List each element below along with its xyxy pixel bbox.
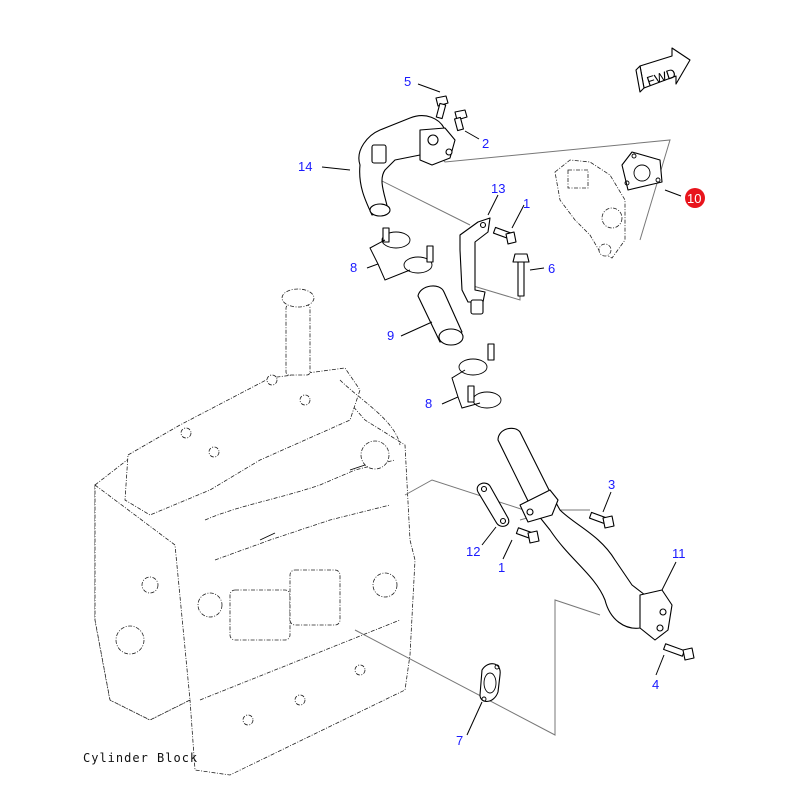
highlight-badge[interactable]	[685, 188, 705, 208]
callout-12[interactable]: 12	[466, 544, 480, 559]
callout-1-lower[interactable]: 1	[498, 560, 505, 575]
part-12-plate	[476, 482, 510, 527]
callout-7[interactable]: 7	[456, 733, 463, 748]
callout-8-lower[interactable]: 8	[425, 396, 432, 411]
part-14-water-pipe	[358, 115, 456, 217]
cylinder-block	[94, 288, 416, 776]
callout-14[interactable]: 14	[298, 159, 312, 174]
part-7-gasket	[479, 663, 501, 702]
fwd-arrow-icon: FWD	[635, 47, 691, 93]
part-4-bolt	[663, 643, 695, 661]
part-13-bracket	[459, 217, 491, 315]
part-5-bolt	[435, 95, 449, 120]
part-2-bolt	[453, 109, 468, 132]
callout-8-upper[interactable]: 8	[350, 260, 357, 275]
leader-lines	[321, 83, 682, 736]
callout-6[interactable]: 6	[548, 261, 555, 276]
callout-1-upper[interactable]: 1	[523, 196, 530, 211]
callout-13[interactable]: 13	[491, 181, 505, 196]
callout-5[interactable]: 5	[404, 74, 411, 89]
cylinder-block-caption: Cylinder Block	[83, 751, 198, 765]
callout-11[interactable]: 11	[672, 546, 686, 561]
part-1-bolt-lower	[515, 527, 540, 544]
callout-10[interactable]: 10	[687, 191, 701, 206]
callout-2[interactable]: 2	[482, 136, 489, 151]
part-8-clamps-upper	[381, 227, 434, 274]
callout-9[interactable]: 9	[387, 328, 394, 343]
callouts: 5 2 14 13 1 6 8 9 8 3 11 12 1 4 7 10	[298, 74, 705, 748]
part-1-bolt-upper	[492, 226, 517, 245]
part-3-bolt	[588, 511, 615, 529]
part-9-hose	[417, 285, 464, 346]
part-8-clamps-lower	[458, 343, 502, 409]
thermostat-housing	[554, 159, 626, 259]
part-10-gasket	[621, 151, 663, 191]
part-11-water-pipe	[497, 427, 673, 641]
callout-4[interactable]: 4	[652, 677, 659, 692]
callout-10-highlighted[interactable]: 10	[685, 188, 705, 208]
part-6-bolt	[512, 253, 530, 297]
callout-3[interactable]: 3	[608, 477, 615, 492]
